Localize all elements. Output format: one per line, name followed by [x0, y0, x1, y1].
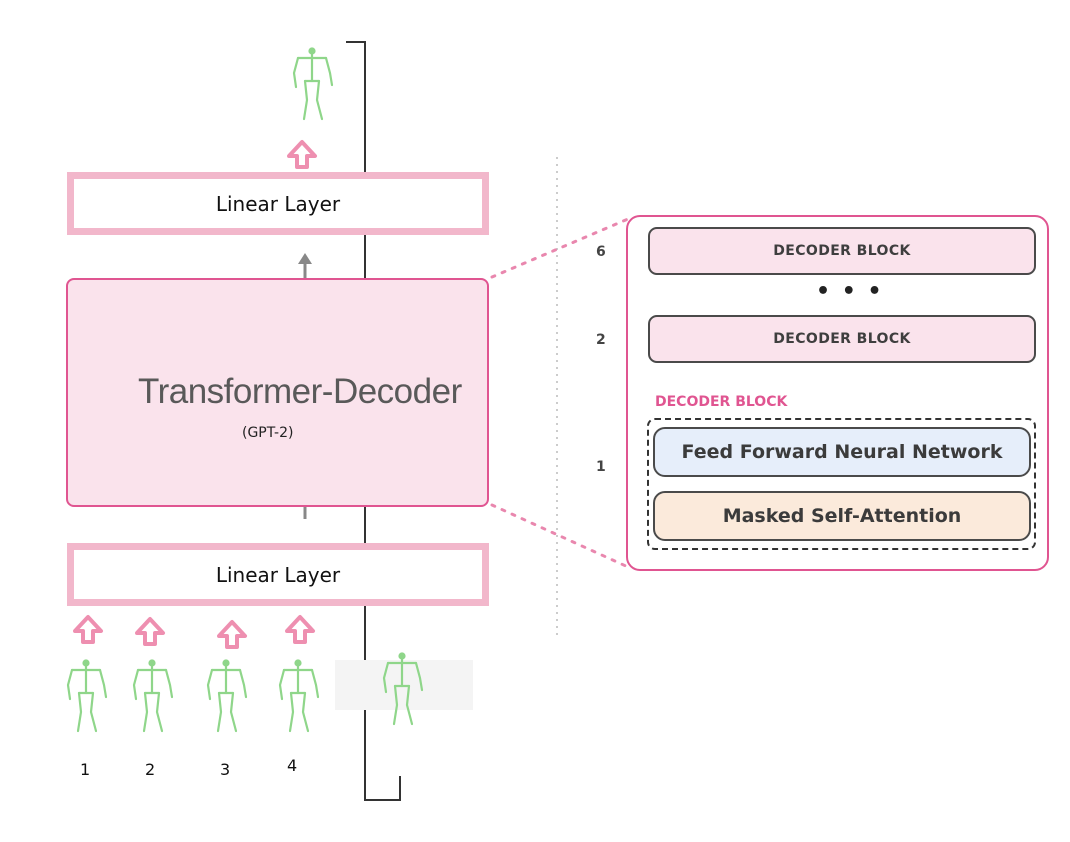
decoder-block-2: DECODER BLOCK — [648, 315, 1036, 363]
transformer-decoder-title: Transformer-Decoder — [138, 372, 462, 411]
decoder-block-label: DECODER BLOCK — [773, 243, 911, 259]
input-up-arrow-icon — [73, 615, 103, 644]
input-up-arrow-icon — [285, 615, 315, 644]
feed-forward-label: Feed Forward Neural Network — [681, 441, 1003, 463]
transformer-decoder-box: Transformer-Decoder (GPT-2) — [66, 278, 489, 507]
input-stick-figure-icon — [66, 659, 108, 733]
input-token-label: 2 — [145, 760, 156, 779]
decoder-block-label: DECODER BLOCK — [773, 331, 911, 347]
expanded-decoder-block-label: DECODER BLOCK — [655, 394, 788, 410]
input-up-arrow-icon — [217, 620, 247, 649]
bottom-linear-layer: Linear Layer — [67, 543, 489, 606]
output-up-arrow-icon — [287, 140, 317, 169]
layer-number: 1 — [596, 459, 606, 475]
connector-top — [490, 217, 630, 279]
bracket-line — [346, 41, 401, 801]
feed-forward-block: Feed Forward Neural Network — [653, 427, 1031, 477]
input-up-arrow-icon — [135, 617, 165, 646]
connector-bottom — [490, 503, 630, 569]
input-stick-figure-icon — [132, 659, 174, 733]
input-stick-figure-icon — [278, 659, 320, 733]
decoder-block-1-group — [647, 418, 1036, 550]
transformer-decoder-subtitle: (GPT-2) — [242, 425, 294, 441]
masked-self-attention-block: Masked Self-Attention — [653, 491, 1031, 541]
input-token-label: 4 — [287, 756, 298, 775]
top-linear-layer-label: Linear Layer — [215, 191, 341, 216]
bottom-linear-layer-label: Linear Layer — [215, 562, 341, 587]
input-token-label: 1 — [80, 760, 91, 779]
layer-number: 2 — [596, 332, 606, 348]
ellipsis: • • • — [816, 279, 884, 304]
decoder-block-6: DECODER BLOCK — [648, 227, 1036, 275]
grey-arrow-head-icon — [298, 253, 312, 264]
output-stick-figure-icon — [292, 47, 334, 121]
input-stick-figure-icon — [206, 659, 248, 733]
input-token-label: 3 — [220, 760, 231, 779]
layer-number: 6 — [596, 244, 606, 260]
masked-self-attention-label: Masked Self-Attention — [722, 505, 962, 527]
top-linear-layer: Linear Layer — [67, 172, 489, 235]
